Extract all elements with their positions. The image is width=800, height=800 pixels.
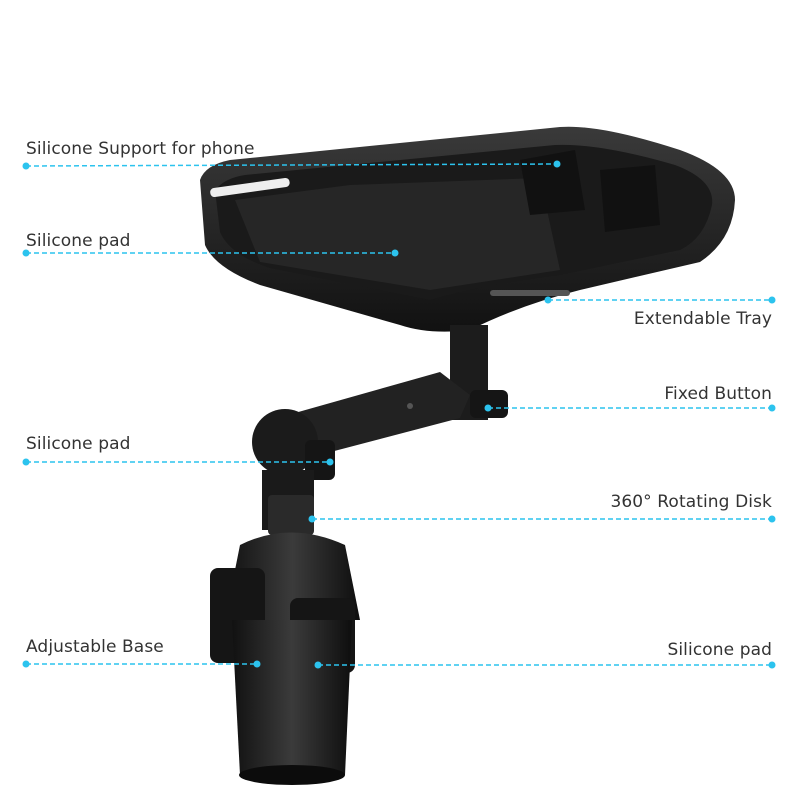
label-silicone-pad-arm: Silicone pad: [26, 434, 131, 454]
callout-dots: [22, 160, 776, 669]
label-silicone-pad-base: Silicone pad: [667, 640, 772, 660]
label-rotating-disk: 360° Rotating Disk: [610, 492, 772, 512]
label-silicone-pad-tray: Silicone pad: [26, 231, 131, 251]
base: [210, 470, 360, 785]
arm: [252, 325, 508, 480]
callout-lines: [25, 163, 772, 666]
label-silicone-support-phone: Silicone Support for phone: [26, 139, 255, 159]
tray: [200, 126, 735, 332]
label-adjustable-base: Adjustable Base: [26, 637, 164, 657]
label-extendable-tray: Extendable Tray: [633, 309, 772, 329]
label-fixed-button: Fixed Button: [664, 384, 772, 404]
